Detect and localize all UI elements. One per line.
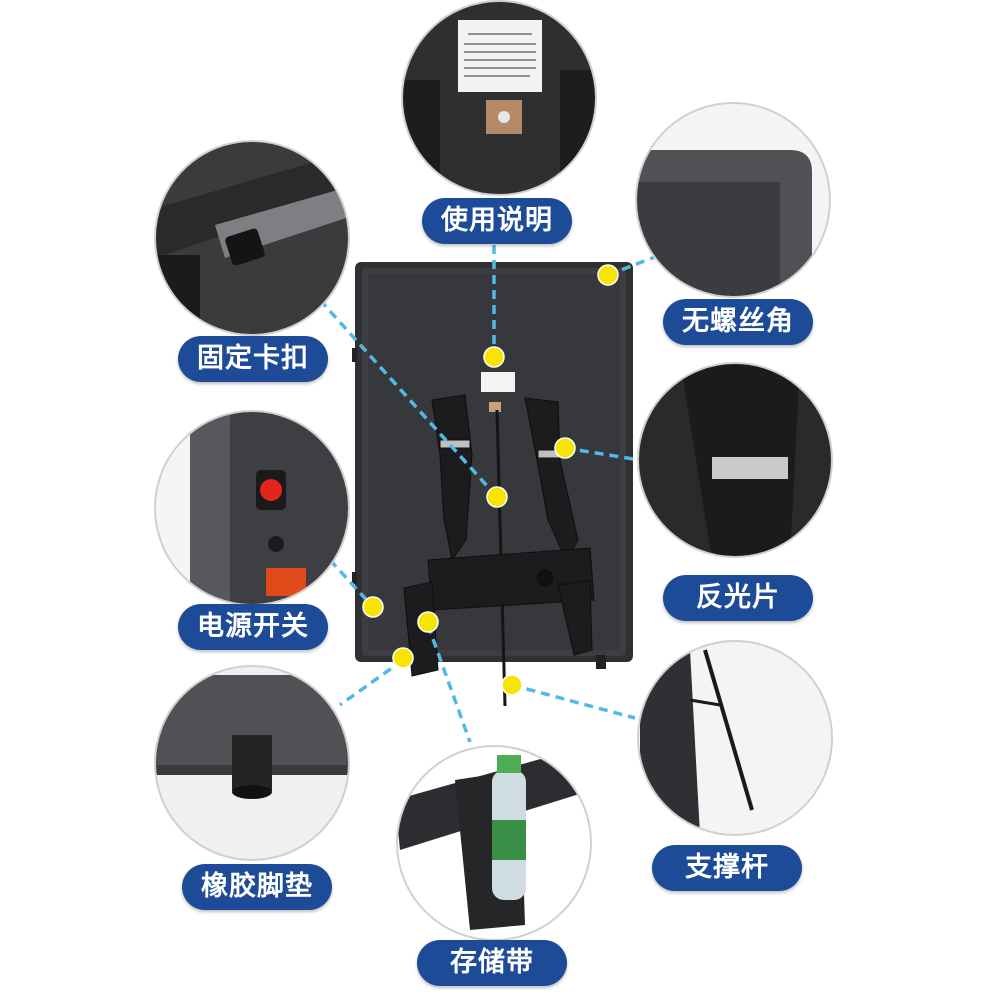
label-power-switch: 电源开关 — [178, 604, 328, 650]
marker-reflector — [554, 437, 576, 459]
detail-support-rod-image — [637, 640, 833, 836]
label-buckle: 固定卡扣 — [178, 336, 328, 382]
label-reflector: 反光片 — [663, 575, 813, 621]
detail-power-switch-image — [154, 410, 350, 606]
label-stand-rod: 支撑杆 — [652, 845, 802, 891]
label-screwless-corner: 无螺丝角 — [663, 299, 813, 345]
instruction-plate-small — [481, 372, 515, 412]
marker-buckle — [486, 486, 508, 508]
label-rubber-foot: 橡胶脚垫 — [182, 864, 332, 910]
detail-storage-strap-image — [396, 745, 592, 941]
detail-instructions-image — [401, 0, 597, 196]
detail-rubber-foot-image — [154, 665, 350, 861]
detail-reflector-image — [637, 362, 833, 558]
marker-storage-strap — [417, 611, 439, 633]
detail-buckle-image — [154, 140, 350, 336]
feature-markers — [362, 264, 619, 696]
marker-stand-rod — [501, 674, 523, 696]
label-instructions: 使用说明 — [422, 198, 572, 244]
marker-rubber-foot — [392, 647, 414, 669]
marker-instructions — [483, 346, 505, 368]
marker-corner — [597, 264, 619, 286]
backpack-harness — [403, 394, 595, 677]
detail-corner-image — [635, 102, 831, 298]
marker-power-switch — [362, 596, 384, 618]
label-storage-strap: 存储带 — [417, 940, 567, 986]
